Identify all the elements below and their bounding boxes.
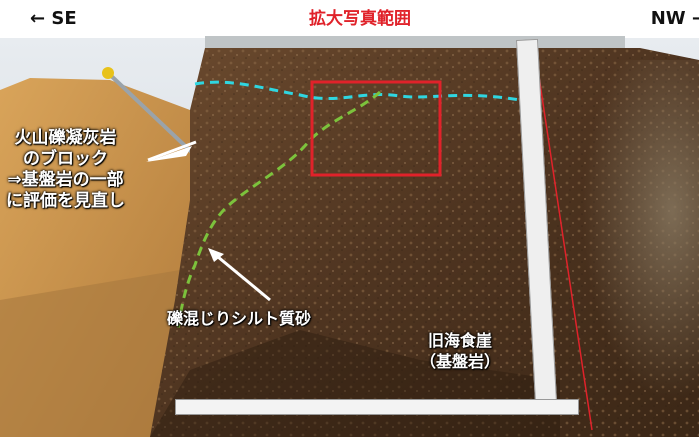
- trench-floor: [0, 270, 180, 437]
- header-strip: [0, 0, 699, 38]
- volcanic-block-label: 火山礫凝灰岩 のブロック ⇒基盤岩の一部 に評価を見直し: [6, 128, 125, 212]
- horizontal-measuring-tape: [175, 399, 579, 415]
- volcanic-block-line-3: ⇒基盤岩の一部: [7, 170, 124, 190]
- volcanic-block-line-2: のブロック: [23, 149, 108, 169]
- plumb-line: [537, 69, 593, 431]
- volcanic-block-line-4: に評価を見直し: [6, 191, 125, 211]
- silt-label: 礫混じりシルト質砂: [167, 309, 312, 328]
- rock-lit-area: [520, 60, 699, 437]
- old-sea-cliff-label: 旧海食崖 （基盤岩）: [420, 330, 500, 372]
- volcanic-block-line-1: 火山礫凝灰岩: [14, 128, 117, 148]
- upper-boundary-line: [194, 80, 521, 102]
- zoom-area-title: 拡大写真範囲: [309, 9, 411, 29]
- cliff-line-2: （基盤岩）: [420, 352, 501, 371]
- worker-helmet: [102, 67, 114, 79]
- direction-label-nw: NW →: [650, 8, 699, 29]
- lower-boundary-line: [176, 90, 382, 331]
- arrow-volcanic-block-shaft: [147, 140, 197, 162]
- zoom-area-box: [310, 80, 442, 177]
- direction-label-se: ← SE: [30, 8, 77, 29]
- cliff-line-1: 旧海食崖: [428, 331, 493, 350]
- arrow-silt-shaft: [211, 250, 271, 302]
- concrete-slab: [205, 36, 625, 48]
- arrow-silt-head: [208, 248, 224, 262]
